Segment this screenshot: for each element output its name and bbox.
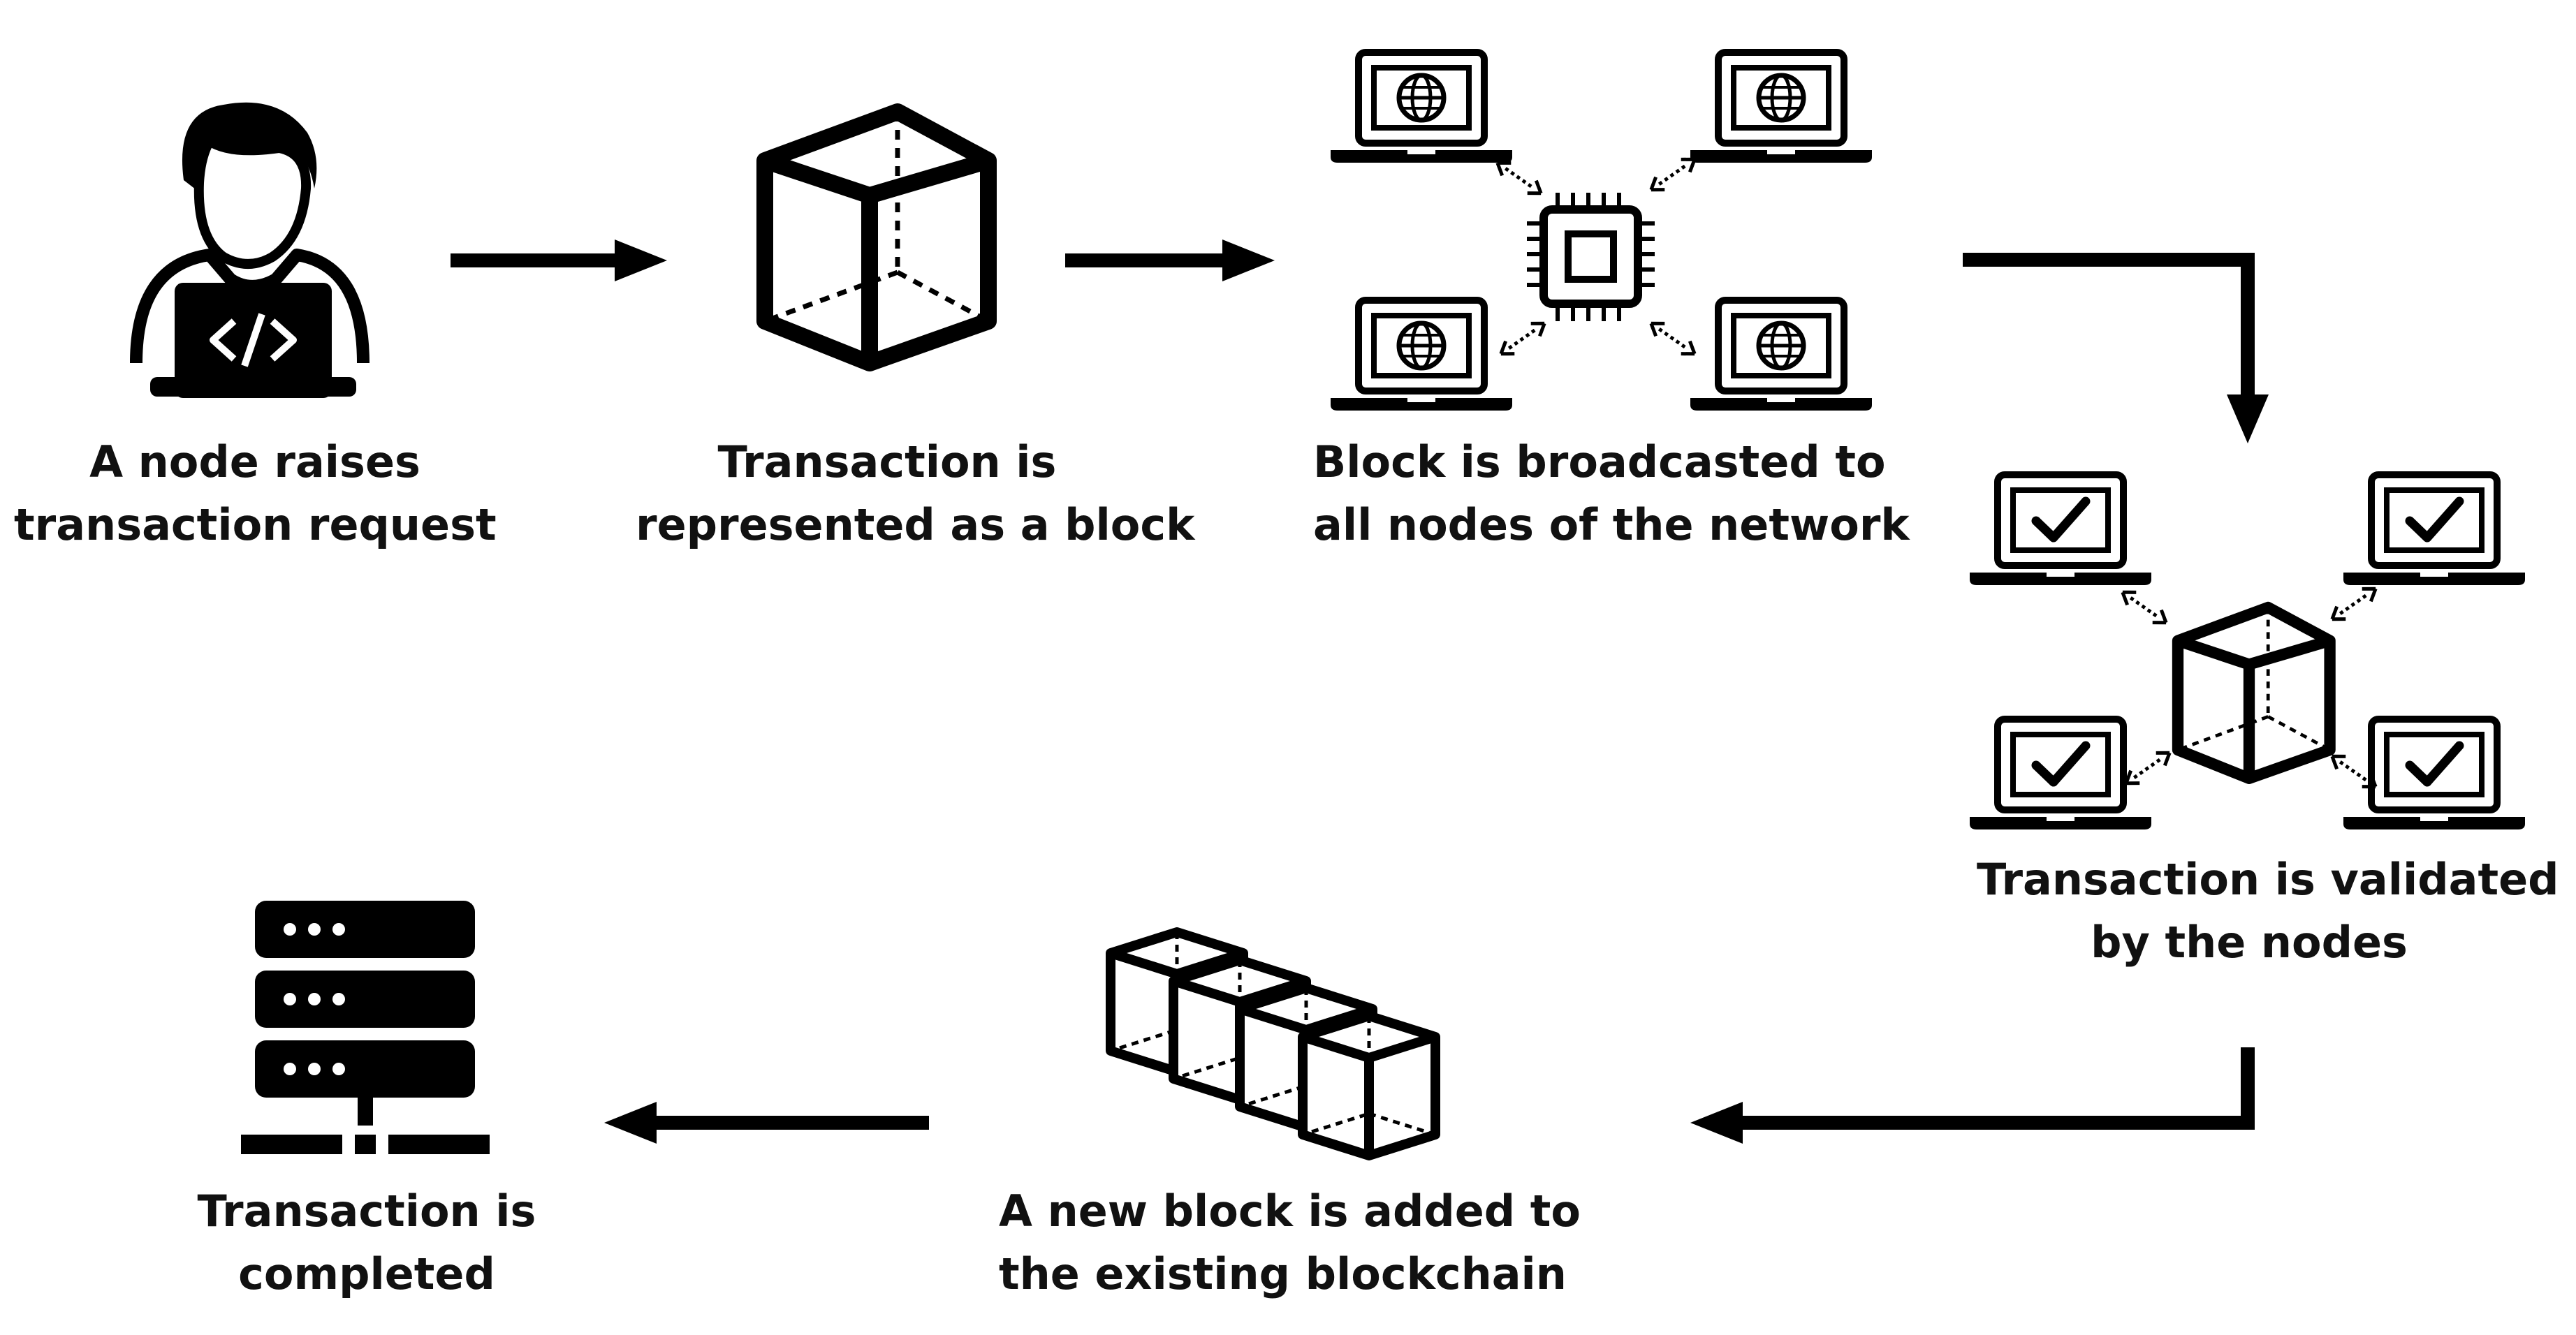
- blockchain-icon: [1111, 932, 1435, 1156]
- step-label-raise: A node raises transaction request: [14, 436, 497, 550]
- step-label-complete: Transaction is completed: [197, 1186, 536, 1299]
- server-icon: [241, 901, 490, 1154]
- flow-arrow-2: [1065, 239, 1275, 281]
- validation-network-icon: [1970, 475, 2525, 829]
- cube-icon: [765, 112, 988, 363]
- flow-arrow-1: [451, 239, 667, 281]
- flow-arrow-3: [1963, 253, 2269, 443]
- flow-arrow-4: [1690, 1047, 2255, 1144]
- step-label-validate: Transaction is validated by the nodes: [1977, 854, 2559, 968]
- developer-laptop-icon: [130, 102, 369, 398]
- step-label-block: Transaction is represented as a block: [636, 436, 1195, 550]
- flow-arrow-5: [604, 1102, 929, 1144]
- chip-icon: [1527, 193, 1655, 321]
- step-label-broadcast: Block is broadcasted to all nodes of the…: [1313, 436, 1910, 550]
- step-label-add: A new block is added to the existing blo…: [999, 1186, 1581, 1299]
- network-broadcast-icon: [1331, 52, 1872, 411]
